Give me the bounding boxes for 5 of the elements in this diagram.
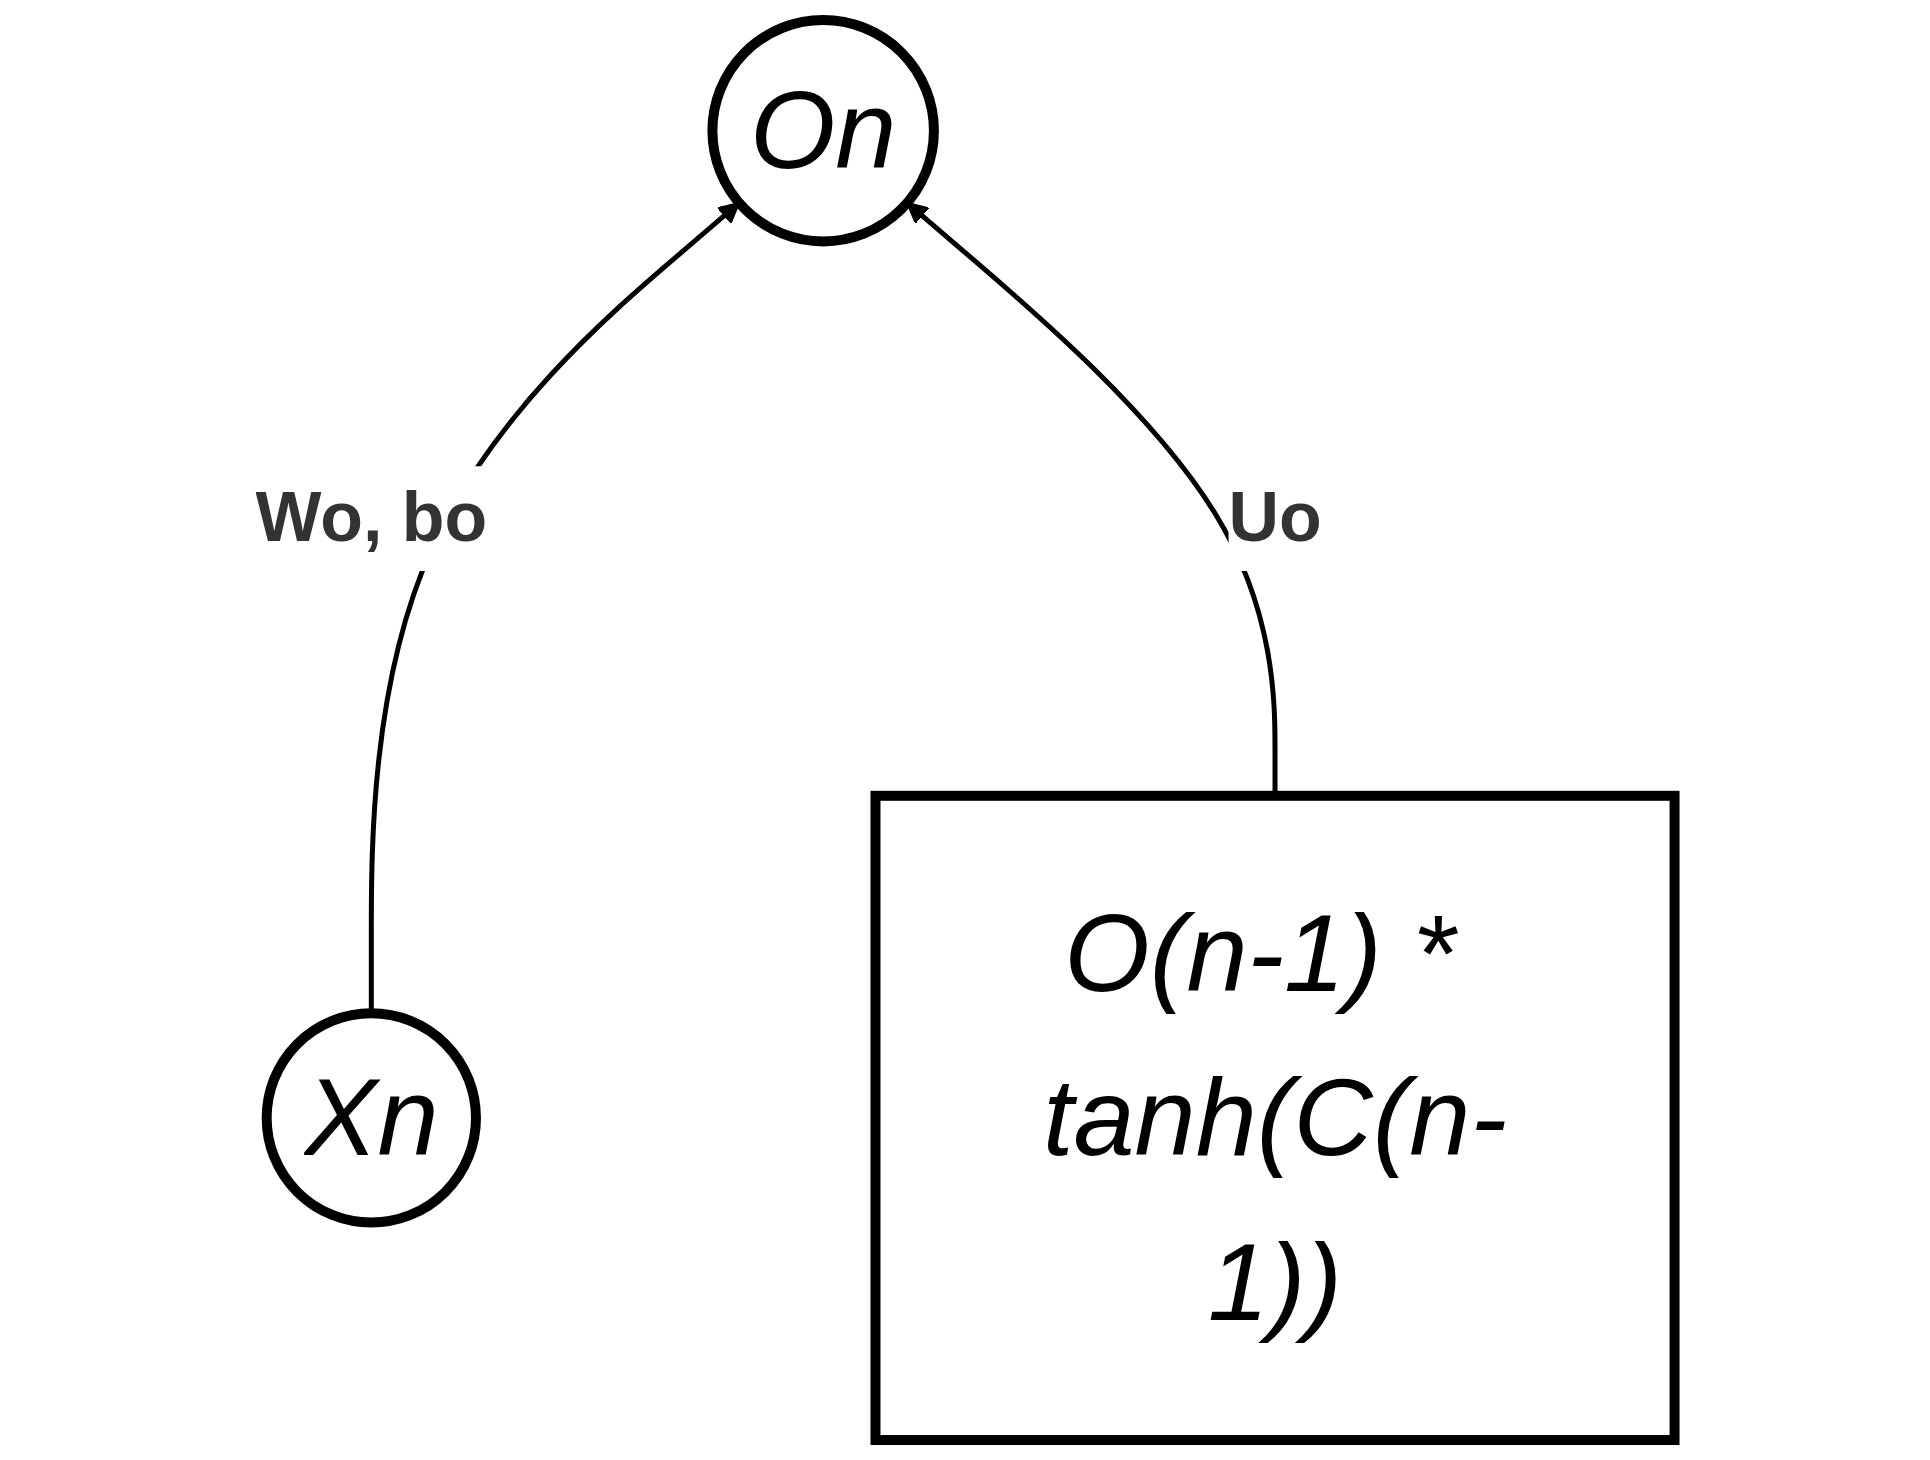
edge-label: Uo — [1228, 478, 1322, 557]
node-circle: On — [707, 15, 939, 247]
node-circle: Xn — [261, 1008, 481, 1228]
node-box: O(n-1) * tanh(C(n-1)) — [870, 790, 1680, 1445]
edge-label: Wo, bo — [255, 478, 488, 557]
